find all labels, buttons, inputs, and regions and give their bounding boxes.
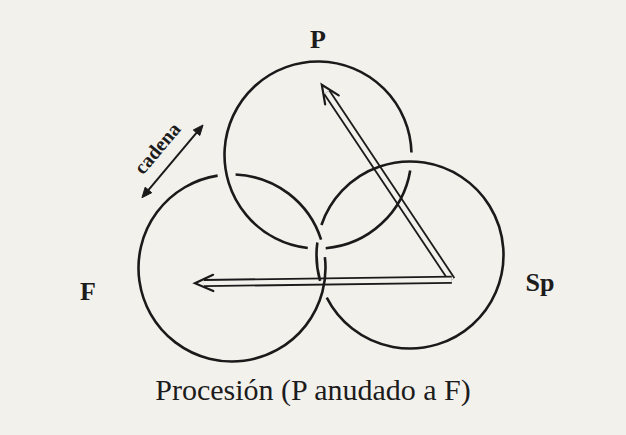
ring-circle: P [223, 60, 413, 250]
ring-stroke [317, 161, 504, 348]
ring-label: Sp [515, 268, 565, 298]
ring-outline [223, 60, 413, 250]
ring-label: F [68, 277, 108, 307]
arrow-head [142, 187, 152, 198]
ring-circle: Sp [315, 160, 505, 350]
arrow-shaft-gap [204, 280, 452, 283]
arrow-head [195, 275, 213, 291]
ring-circle: F [137, 173, 327, 363]
arrow-shaft [204, 280, 452, 283]
double-arrow [322, 85, 452, 280]
ring-outline [315, 160, 505, 350]
arrow-head [193, 125, 203, 136]
arrow-head [322, 85, 339, 105]
ring-label: P [298, 25, 338, 55]
edge-label: cadena [128, 117, 186, 180]
figure-caption: Procesión (P anudado a F) [0, 372, 626, 408]
ring-stroke [139, 175, 326, 362]
ring-outline [137, 173, 327, 363]
ring-stroke [225, 62, 412, 249]
